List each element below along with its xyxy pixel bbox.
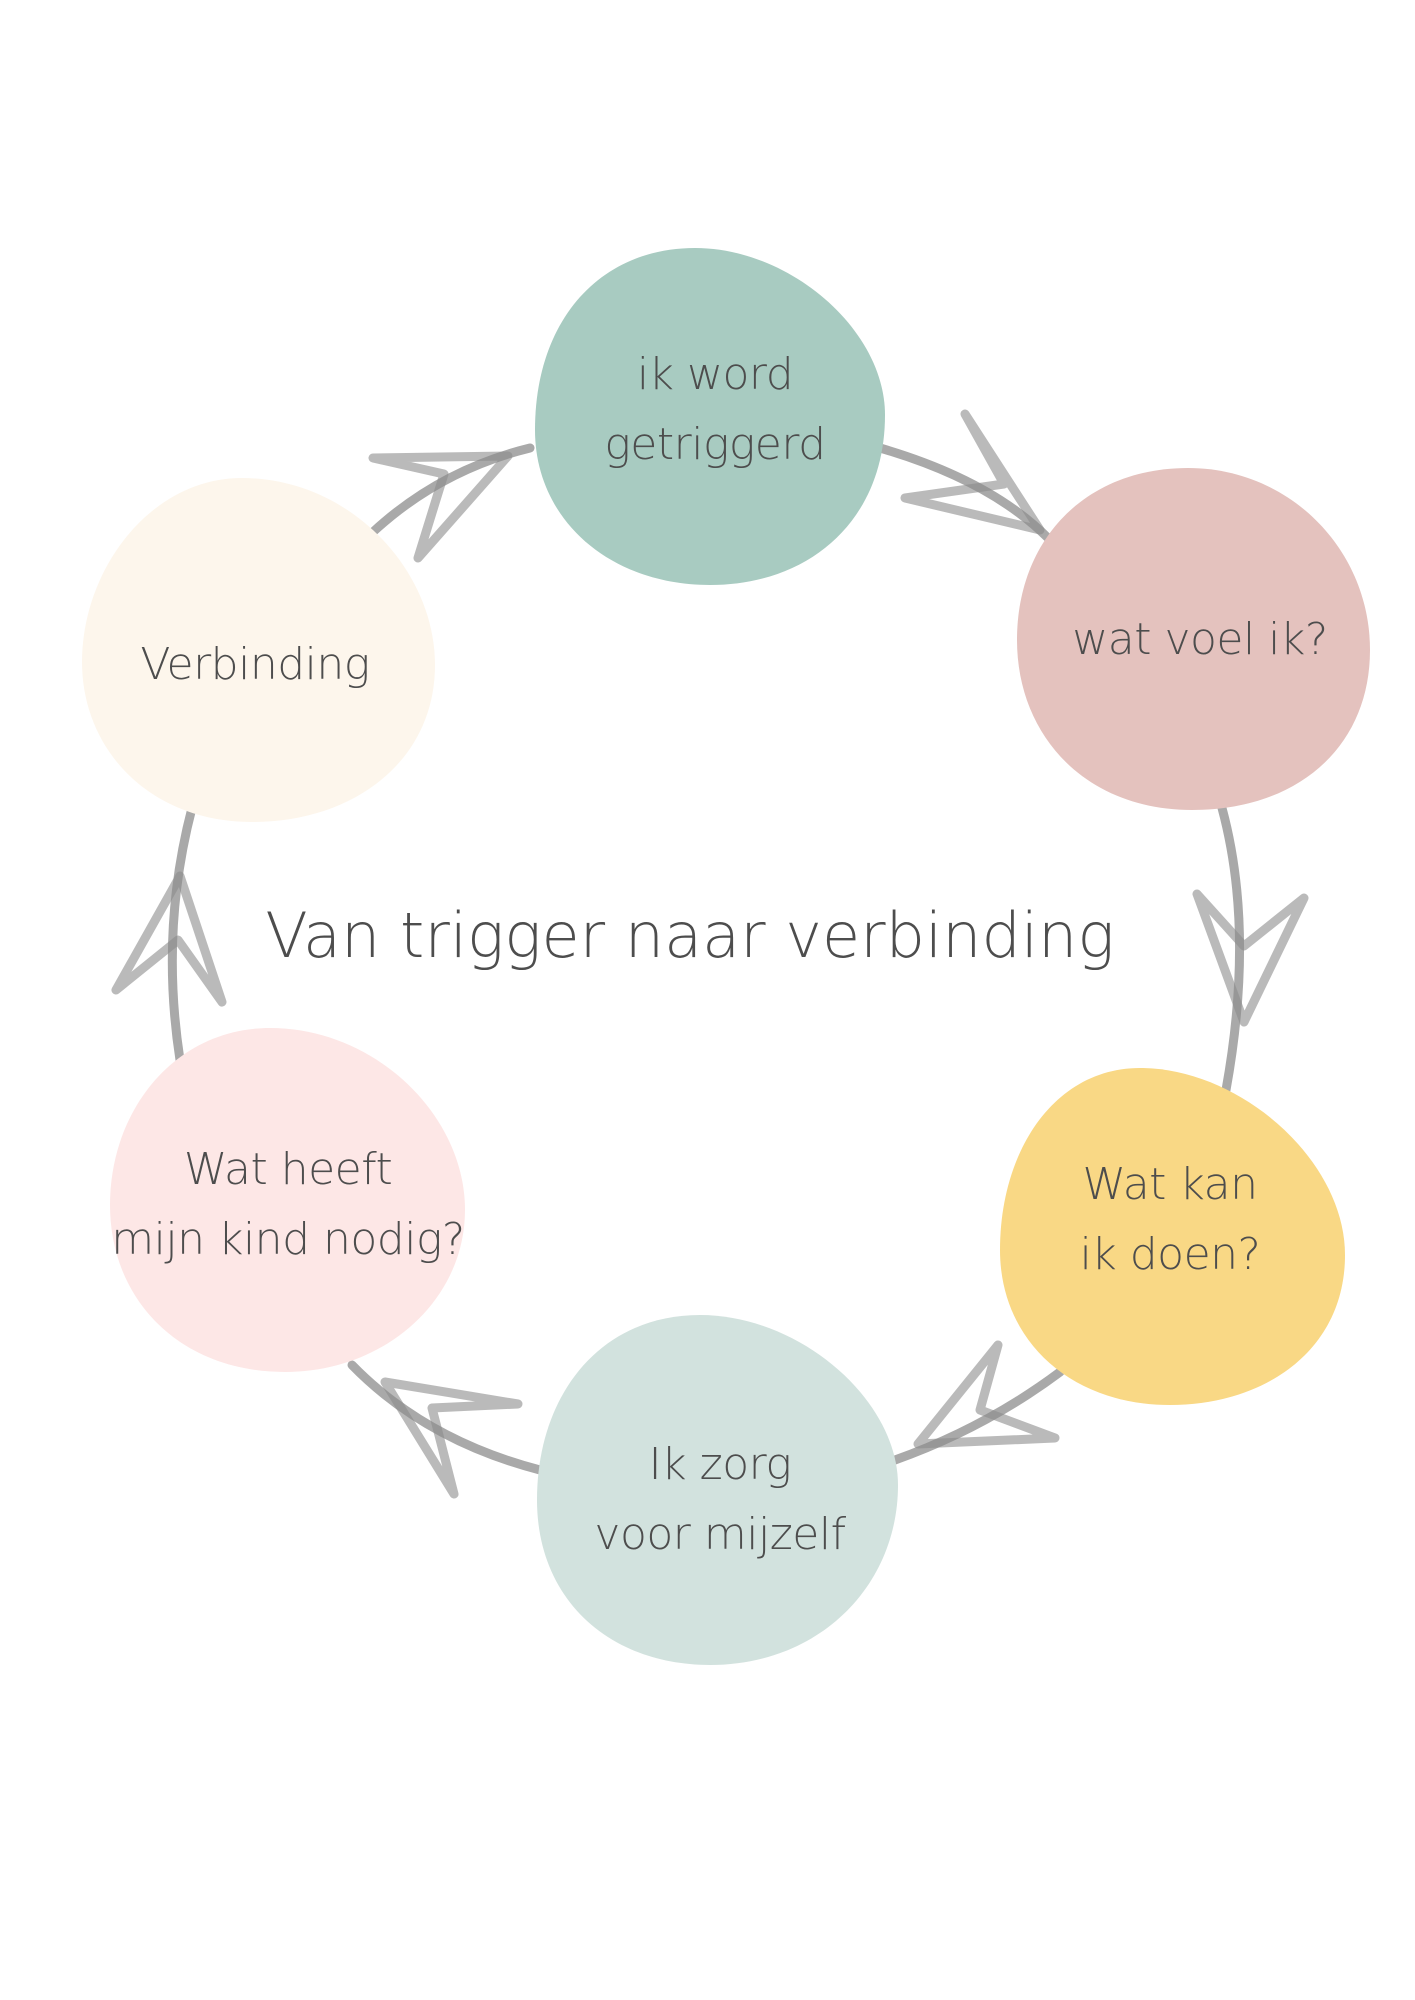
diagram-title: Van trigger naar verbinding: [265, 898, 1115, 972]
step-1-line-1: ik word: [636, 349, 794, 400]
step-3-line-2: ik doen?: [1079, 1229, 1261, 1280]
step-6-line-1: Verbinding: [140, 639, 370, 690]
step-label-wat-kan-ik-doen: Wat kan ik doen?: [1020, 1140, 1320, 1300]
blob-ik-zorg-voor-mijzelf: [537, 1315, 898, 1665]
step-3-line-1: Wat kan: [1082, 1159, 1258, 1210]
arrowhead-2-to-3: [1192, 889, 1309, 1027]
connector-5-to-6: [167, 803, 197, 1065]
arrowhead-3-to-4: [913, 1340, 1060, 1449]
arrowhead-6-to-1: [368, 451, 513, 563]
step-label-verbinding: Verbinding: [100, 625, 410, 705]
step-label-ik-zorg-voor-mijzelf: Ik zorg voor mijzelf: [560, 1420, 880, 1580]
step-5-line-1: Wat heeft: [183, 1144, 393, 1195]
arrowhead-4-to-5: [380, 1377, 523, 1499]
step-label-ik-word-getriggerd: ik word getriggerd: [560, 330, 870, 490]
connector-2-to-3: [1217, 803, 1245, 1095]
arrowhead-5-to-6: [111, 871, 227, 1007]
step-5-line-2: mijn kind nodig?: [111, 1214, 465, 1265]
blob-wat-kan-ik-doen: [1000, 1068, 1345, 1405]
blob-wat-heeft-mijn-kind-nodig: [110, 1028, 465, 1372]
blob-wat-voel-ik: [1017, 468, 1370, 810]
step-4-line-2: voor mijzelf: [594, 1509, 846, 1560]
arrowhead-1-to-2: [900, 409, 1045, 535]
blob-ik-word-getriggerd: [535, 248, 885, 585]
connector-3-to-4: [890, 1367, 1065, 1465]
blob-verbinding: [82, 478, 435, 822]
step-2-line-1: wat voel ik?: [1072, 614, 1328, 665]
step-1-line-2: getriggerd: [604, 419, 826, 470]
step-label-wat-voel-ik: wat voel ik?: [1045, 600, 1355, 680]
step-label-wat-heeft-mijn-kind-nodig: Wat heeft mijn kind nodig?: [111, 1125, 465, 1285]
step-4-line-1: Ik zorg: [648, 1439, 792, 1490]
